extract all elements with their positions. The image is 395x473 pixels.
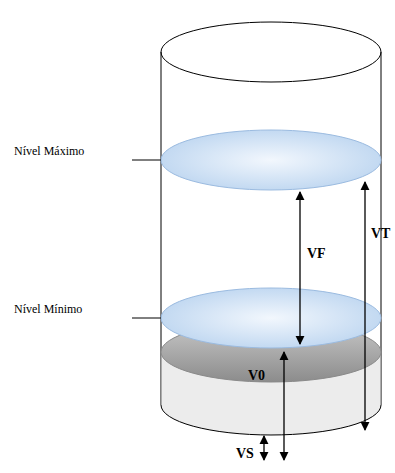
volume-label: VT bbox=[371, 226, 390, 242]
level-label: Nível Máximo bbox=[14, 144, 84, 159]
level-label: Nível Mínimo bbox=[14, 302, 82, 317]
volume-label: V0 bbox=[248, 368, 265, 384]
volume-label: VS bbox=[236, 446, 254, 462]
volume-label: VF bbox=[307, 246, 326, 262]
